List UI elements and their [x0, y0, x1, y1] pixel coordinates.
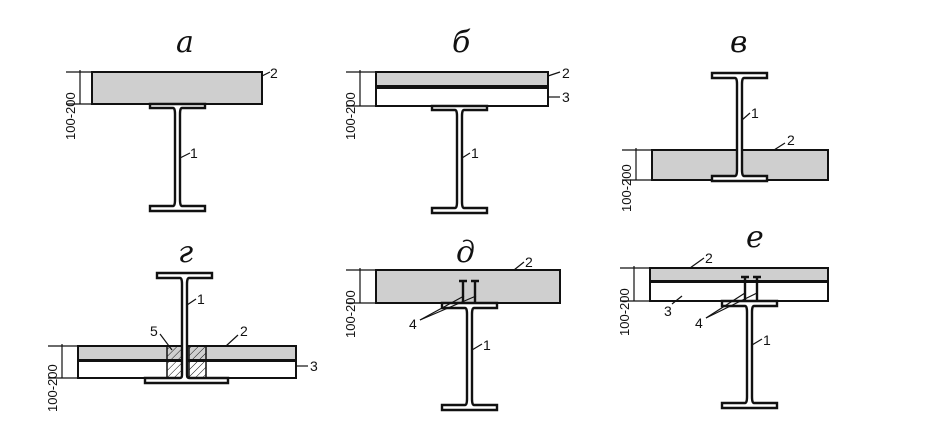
- panel-a-dimension: 100-200: [63, 70, 92, 140]
- panel-b-dim-label: 100-200: [343, 92, 358, 140]
- label-3: 3: [562, 89, 570, 105]
- label-2: 2: [270, 65, 278, 81]
- filler-block: [188, 345, 207, 379]
- panel-e: е 100-200 2 3 4 1: [617, 220, 829, 410]
- panel-b-title: б: [452, 25, 471, 60]
- panel-d-title: д: [456, 235, 475, 270]
- label-1: 1: [197, 291, 205, 307]
- panel-g-dimension: 100-200: [45, 344, 78, 412]
- label-1: 1: [471, 145, 479, 161]
- panel-d: д 100-200 2 4 1: [343, 235, 561, 412]
- i-beam: [430, 104, 489, 215]
- panel-e-dimension: 100-200: [617, 266, 650, 336]
- i-beam: [148, 102, 207, 213]
- label-2: 2: [705, 250, 713, 266]
- panel-g-title: г: [178, 235, 193, 270]
- label-2: 2: [240, 323, 248, 339]
- slab: [375, 269, 561, 304]
- panel-v-title: в: [730, 25, 747, 60]
- slab: [375, 71, 549, 87]
- i-beam: [720, 299, 779, 410]
- label-1: 1: [763, 332, 771, 348]
- panel-e-dim-label: 100-200: [617, 288, 632, 336]
- label-2: 2: [562, 65, 570, 81]
- sheet-layer: [649, 281, 829, 302]
- slab: [91, 71, 263, 105]
- label-4: 4: [695, 315, 703, 331]
- slab: [649, 267, 829, 282]
- panel-a: а 100-200 2 1: [63, 25, 278, 213]
- label-4: 4: [409, 316, 417, 332]
- panel-v-dim-label: 100-200: [619, 164, 634, 212]
- panel-b: б 100-200 2 3 1: [343, 25, 570, 215]
- label-1: 1: [751, 105, 759, 121]
- panel-v: в 100-200 1 2: [619, 25, 829, 212]
- shear-studs: [741, 275, 761, 300]
- label-2: 2: [525, 254, 533, 270]
- panel-d-dim-label: 100-200: [343, 290, 358, 338]
- label-1: 1: [190, 145, 198, 161]
- sheet-layer: [375, 87, 549, 107]
- shear-studs: [459, 279, 479, 302]
- i-beam: [710, 71, 769, 183]
- i-beam: [143, 271, 230, 385]
- panel-d-dimension: 100-200: [343, 268, 376, 338]
- label-1: 1: [483, 337, 491, 353]
- label-3: 3: [310, 358, 318, 374]
- label-3: 3: [664, 303, 672, 319]
- label-5: 5: [150, 323, 158, 339]
- panel-g-dim-label: 100-200: [45, 364, 60, 412]
- panel-g: г 100-200 1 5 2 3: [45, 235, 318, 412]
- panel-b-dimension: 100-200: [343, 70, 376, 140]
- i-beam: [440, 301, 499, 412]
- panel-v-dimension: 100-200: [619, 148, 652, 212]
- panel-e-title: е: [746, 220, 764, 255]
- label-2: 2: [787, 132, 795, 148]
- panel-a-dim-label: 100-200: [63, 92, 78, 140]
- panel-a-title: а: [176, 25, 194, 60]
